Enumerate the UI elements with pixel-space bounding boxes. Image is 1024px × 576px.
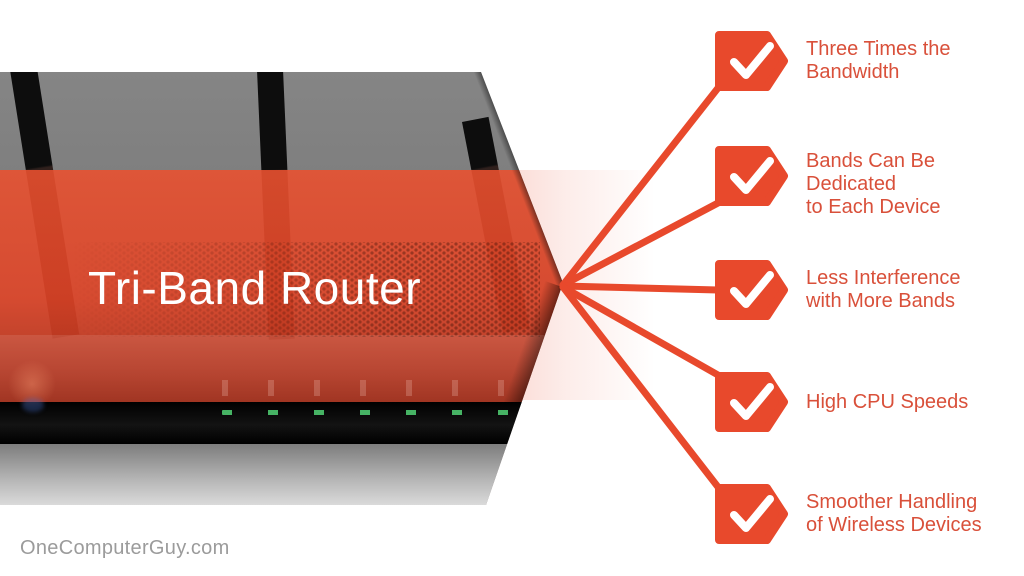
check-badge <box>713 483 790 545</box>
feature-label: High CPU Speeds <box>806 391 969 413</box>
status-leds <box>222 410 514 415</box>
router-front-panel <box>0 402 563 444</box>
checkmark-icon <box>715 260 788 320</box>
feature-label: Bands Can Be Dedicated to Each Device <box>806 150 941 218</box>
router-photo: Tri-Band Router <box>0 72 563 505</box>
watermark: OneComputerGuy.com <box>20 537 230 559</box>
check-badge <box>713 371 790 433</box>
feature-label: Smoother Handling of Wireless Devices <box>806 491 982 536</box>
lens-flare <box>8 360 56 408</box>
table-reflection <box>0 444 563 505</box>
lens-flare-blue <box>22 398 44 412</box>
checkmark-icon <box>715 484 788 544</box>
checkmark-icon <box>715 146 788 206</box>
front-face-gloss <box>0 335 563 402</box>
title-band-overlay <box>0 170 563 402</box>
page-title: Tri-Band Router <box>88 262 422 314</box>
feature-label: Less Interference with More Bands <box>806 267 961 312</box>
check-badge <box>713 259 790 321</box>
vent-pattern <box>70 242 540 337</box>
check-badge <box>713 145 790 207</box>
checkmark-icon <box>715 31 788 91</box>
led-light-pipes <box>222 380 514 396</box>
feature-label: Three Times the Bandwidth <box>806 38 951 83</box>
check-badge <box>713 30 790 92</box>
checkmark-icon <box>715 372 788 432</box>
